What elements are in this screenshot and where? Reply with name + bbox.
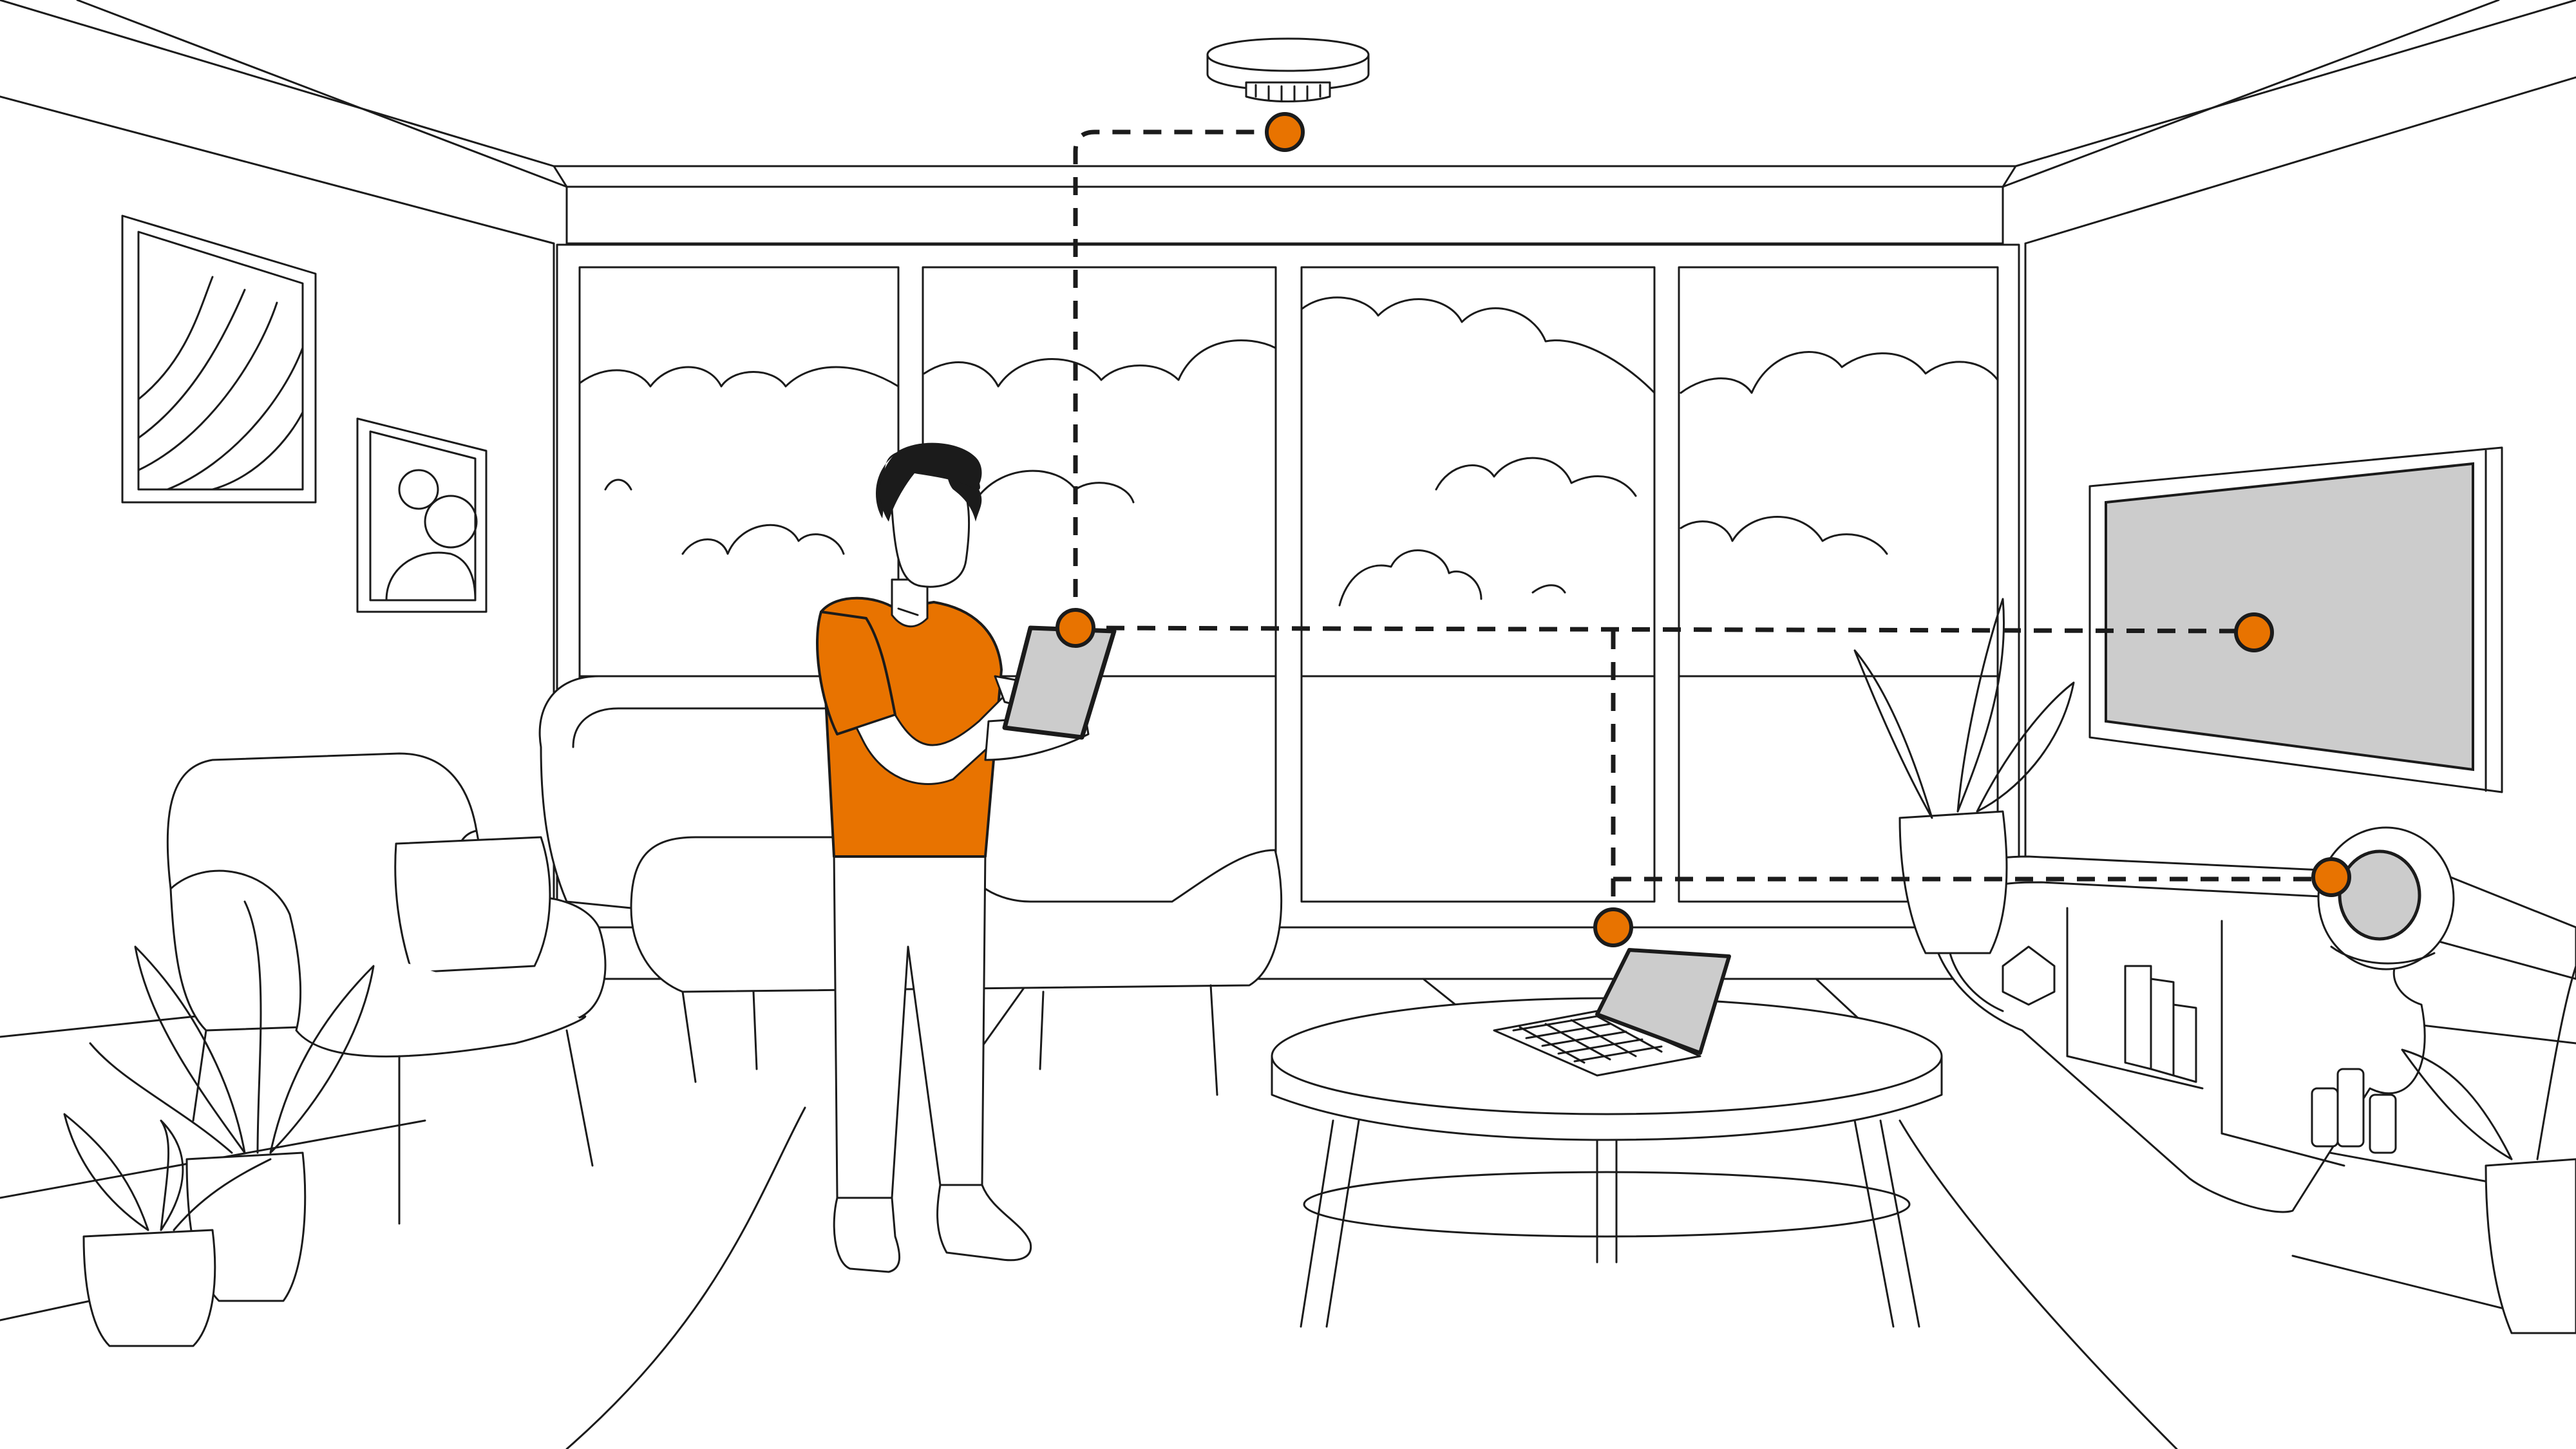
speaker-node xyxy=(2311,857,2351,897)
laptop-node xyxy=(1593,907,1633,947)
media-console xyxy=(1928,855,2576,1213)
network-connections xyxy=(1056,112,2351,947)
smart-speaker-icon xyxy=(2317,826,2455,971)
tv-node xyxy=(2234,612,2274,652)
smoke-detector-node xyxy=(1265,112,1305,152)
connection-line-tablet-to-tv xyxy=(1075,625,2255,634)
smoke-detector-icon xyxy=(1206,37,1370,102)
wall-art xyxy=(121,214,488,613)
tablet-node xyxy=(1056,608,1095,648)
tablet-icon xyxy=(1002,625,1117,740)
person-with-tablet xyxy=(816,442,1117,1273)
armchair xyxy=(166,752,607,1225)
left-plants xyxy=(63,900,375,1347)
laptop-icon xyxy=(1493,948,1731,1077)
connection-line-tablet-to-smoke-detector xyxy=(1073,129,1285,628)
right-plants xyxy=(1853,598,2576,1334)
tv-icon xyxy=(2088,446,2503,793)
